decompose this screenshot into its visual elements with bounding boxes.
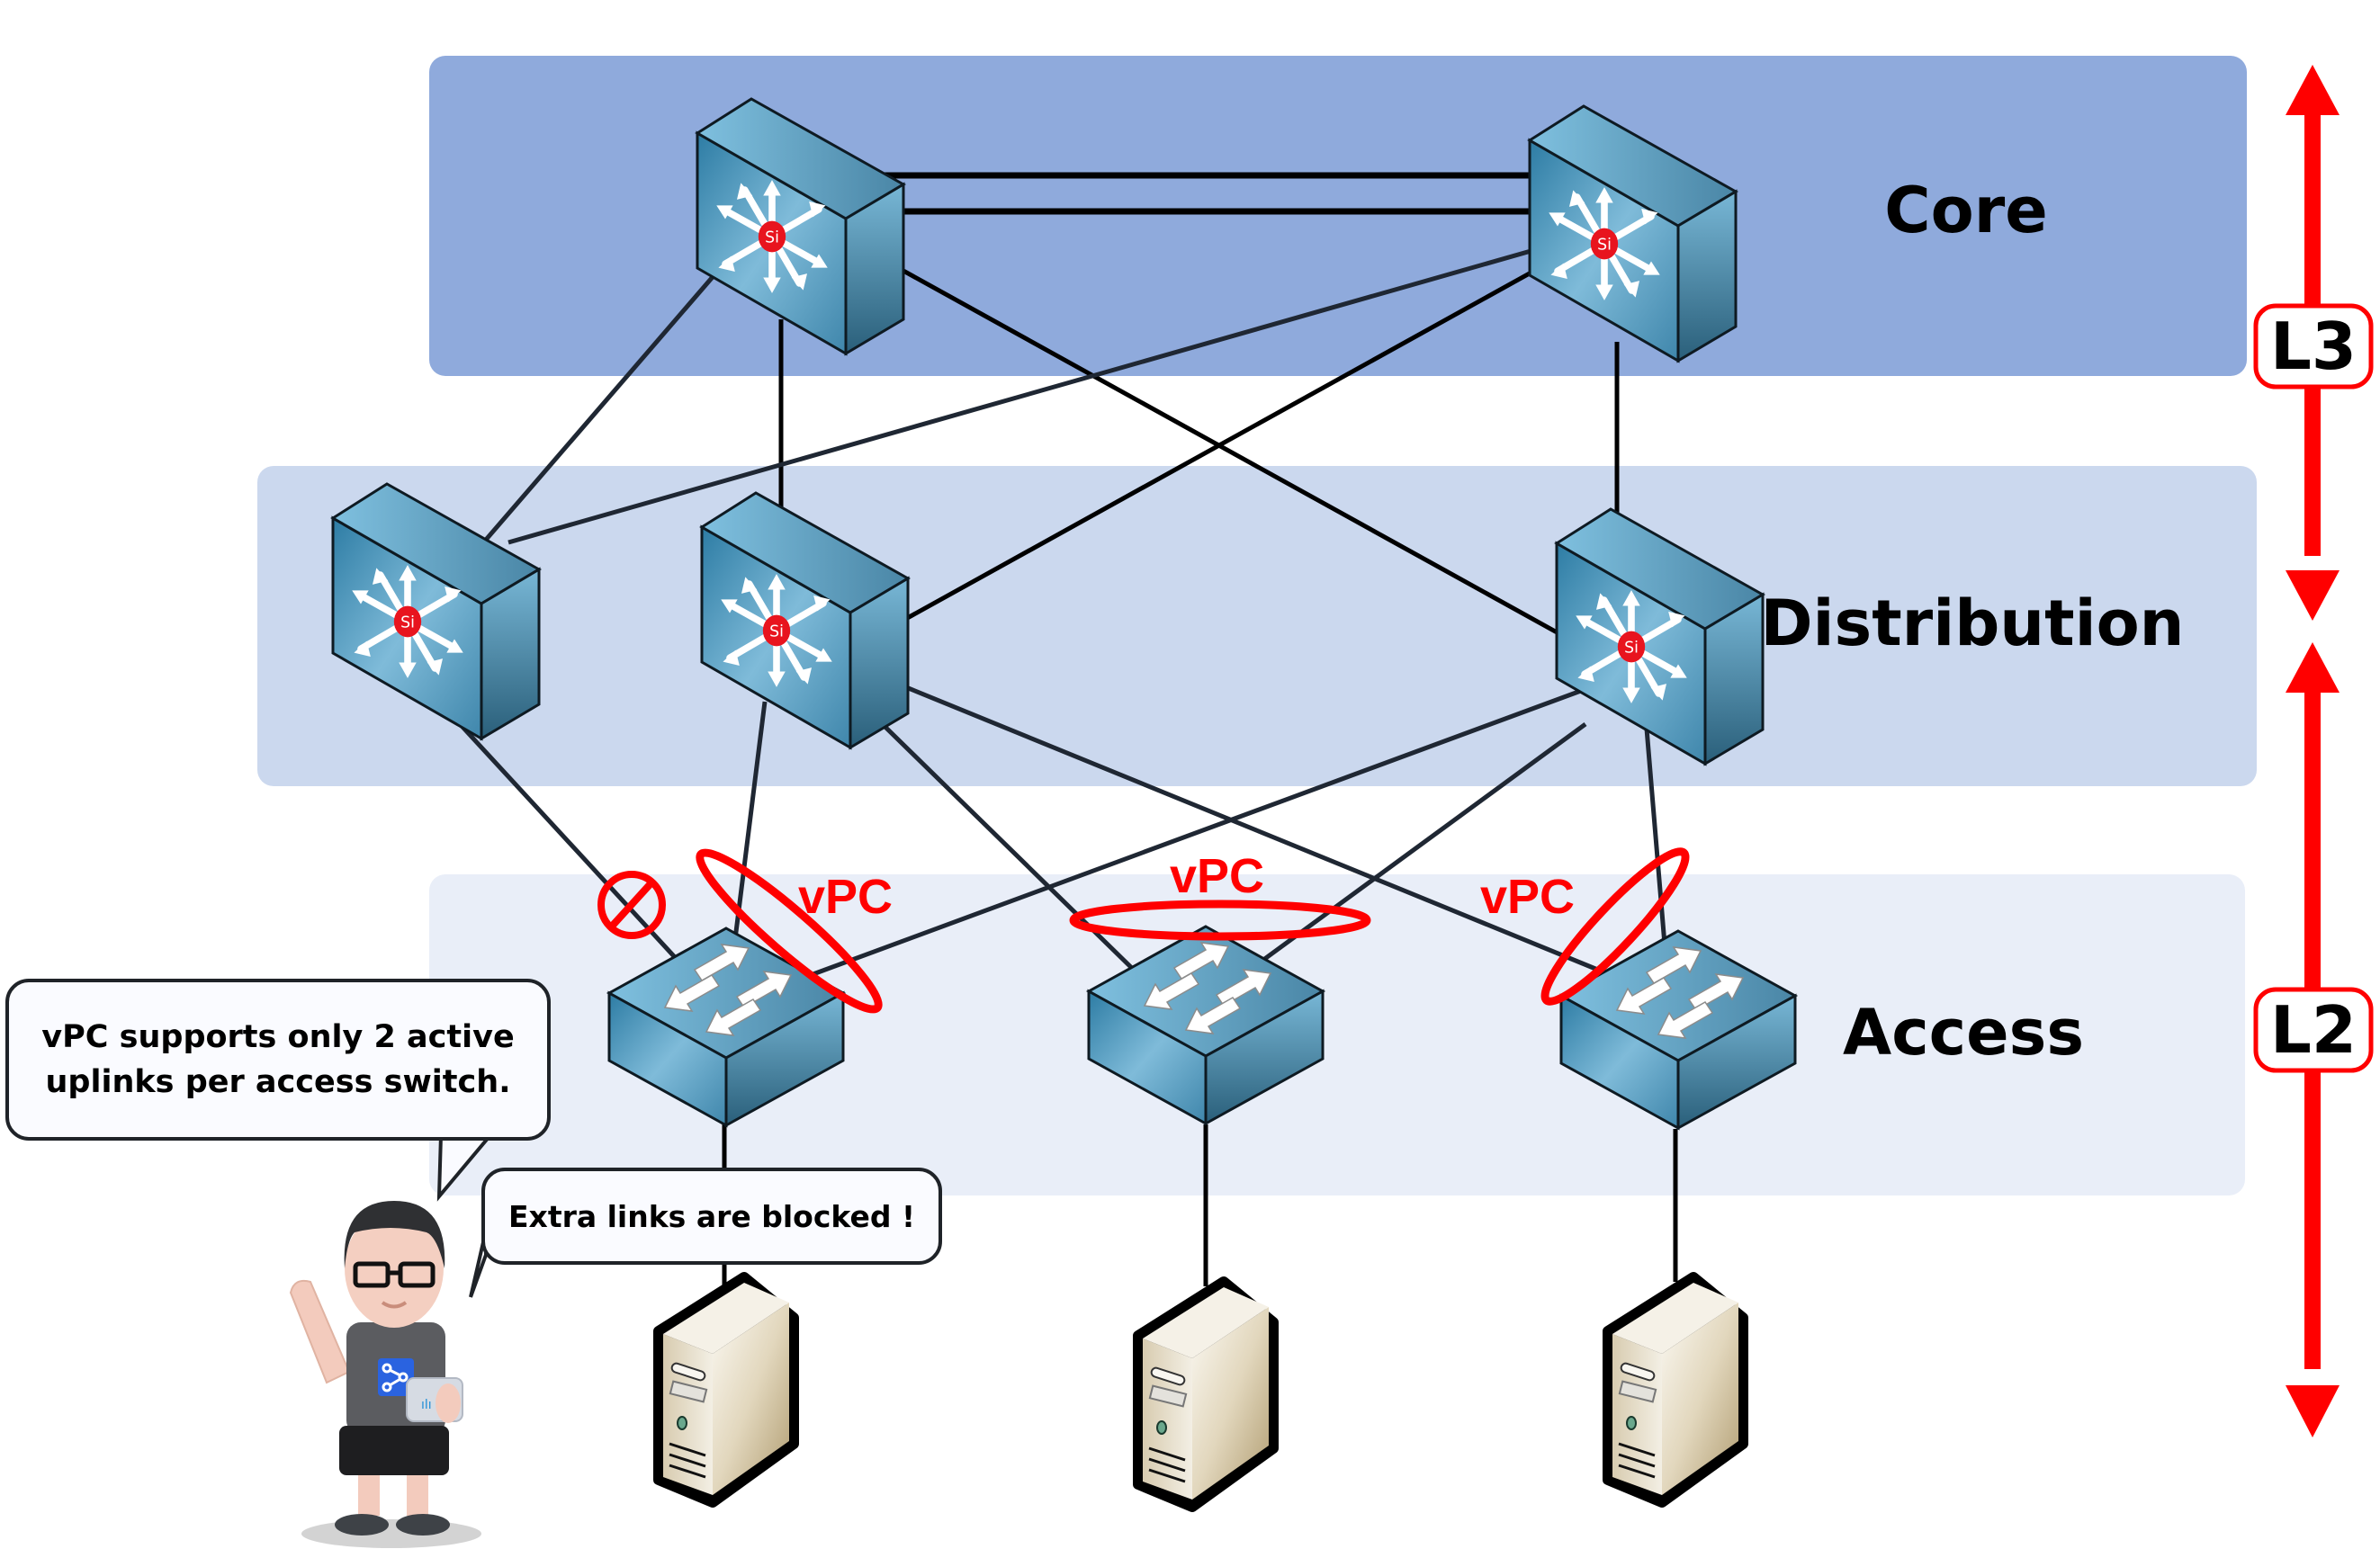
l2-badge: L2 (2253, 987, 2374, 1073)
callout-secondary: Extra links are blocked ! (481, 1168, 942, 1265)
mascot-shorts (339, 1426, 449, 1475)
distribution-layer-label: Distribution (1760, 586, 2184, 660)
link-core1-dist1 (484, 230, 753, 542)
vpc-label-access2: vPC (1170, 849, 1264, 903)
access-layer-label: Access (1843, 996, 2084, 1070)
switch-side-face (1676, 189, 1738, 363)
mascot-shoe-left (335, 1514, 389, 1536)
core-switch-1[interactable] (695, 97, 906, 356)
server-top (1612, 1283, 1738, 1354)
switch-side-face (724, 990, 845, 1128)
vpc-annotations (696, 847, 1690, 1014)
switch-side-face (1676, 993, 1797, 1131)
vpc-label-access1: vPC (798, 870, 893, 924)
power-led (677, 1416, 687, 1430)
access-switch-2[interactable] (1085, 925, 1326, 1126)
core-layer-label: Core (1884, 174, 2047, 247)
server-side (1662, 1303, 1738, 1495)
switch-side-face (480, 567, 541, 741)
mascot-smile (381, 1301, 408, 1309)
switch-side-face (1204, 989, 1325, 1126)
access-switch-group (606, 925, 1799, 1131)
server-3[interactable] (1603, 1272, 1748, 1508)
power-led (1156, 1420, 1167, 1435)
switch-side-face (844, 182, 905, 356)
mascot-character: ılı (289, 1201, 481, 1548)
mascot-leg-right (407, 1475, 428, 1516)
server-side (1192, 1307, 1269, 1500)
callout-main-text: vPC supports only 2 active uplinks per a… (41, 1019, 515, 1100)
server-1[interactable] (653, 1272, 799, 1508)
link-core2-dist2 (885, 258, 1554, 632)
distribution-switch-2[interactable] (699, 491, 911, 750)
distribution-switch-group (330, 482, 1765, 766)
cisco-logo-icon: ılı (421, 1398, 432, 1412)
link-dist3-access2 (1258, 721, 1587, 965)
power-led (1626, 1416, 1637, 1430)
server-2[interactable] (1133, 1276, 1279, 1512)
l3-badge: L3 (2253, 303, 2374, 389)
mascot-hair (344, 1201, 445, 1268)
distribution-switch-3[interactable] (1554, 507, 1765, 766)
mascot-glasses (353, 1261, 436, 1288)
server-side (713, 1303, 789, 1495)
share-glyph (382, 1363, 409, 1392)
link-dist3-access1 (800, 685, 1589, 981)
callout-main: vPC supports only 2 active uplinks per a… (5, 979, 551, 1141)
mascot-hand (436, 1383, 461, 1423)
l2-label: L2 (2270, 992, 2357, 1068)
access-switch-3[interactable] (1558, 929, 1799, 1131)
switch-side-face (1703, 592, 1765, 766)
core-switch-2[interactable] (1527, 104, 1738, 363)
mascot-head (345, 1209, 444, 1328)
link-dist2-access3 (885, 676, 1625, 983)
mascot-leg-left (358, 1475, 380, 1516)
mascot-raised-arm (289, 1279, 351, 1384)
share-network-icon (378, 1358, 414, 1396)
access-switch-1[interactable] (606, 927, 847, 1128)
server-top (1143, 1287, 1269, 1358)
layer2-switch-icon (1143, 942, 1272, 1034)
server-top (663, 1283, 789, 1354)
vpc-label-access3: vPC (1480, 870, 1575, 924)
vpc-ring-access3 (1540, 847, 1690, 1006)
prohibited-icon (597, 871, 666, 939)
server-group (653, 1272, 1748, 1512)
core-switch-group (695, 97, 1738, 363)
layer2-switch-icon (1615, 946, 1745, 1039)
mascot-shadow (301, 1519, 481, 1548)
mascot-shoe-right (396, 1514, 450, 1536)
l3-label: L3 (2270, 309, 2357, 384)
switch-side-face (849, 576, 910, 750)
vpc-ring-access2 (1069, 900, 1371, 941)
distribution-switch-1[interactable] (330, 482, 542, 741)
callout-secondary-text: Extra links are blocked ! (507, 1198, 915, 1234)
access-layer-band (429, 874, 2245, 1195)
link-core2-dist1 (507, 231, 1592, 545)
layer2-switch-icon (663, 944, 793, 1036)
link-dist1-access1-blocked (450, 713, 686, 969)
link-core1-dist3 (876, 254, 1594, 655)
links (450, 172, 1678, 1286)
vpc-ring-access1 (696, 848, 883, 1014)
